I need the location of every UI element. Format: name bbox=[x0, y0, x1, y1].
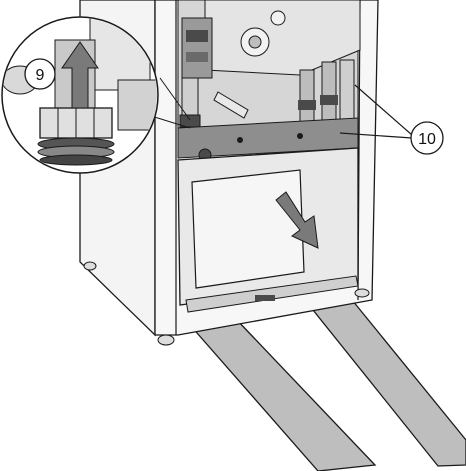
callout-9: 9 bbox=[24, 58, 56, 90]
cabinet-foot bbox=[83, 261, 97, 271]
cabinet-foot bbox=[354, 288, 370, 298]
cabinet-foot bbox=[157, 334, 175, 346]
zoom-detail bbox=[1, 16, 159, 174]
up-arrow-icon bbox=[61, 41, 99, 109]
callout-9-label: 9 bbox=[36, 67, 45, 84]
callout-10: 10 bbox=[410, 121, 444, 155]
drawer-unit bbox=[177, 147, 359, 313]
drawer-panel bbox=[191, 169, 305, 289]
pull-out-arrow-icon bbox=[275, 191, 319, 249]
valve-group bbox=[181, 17, 213, 79]
callout-10-label: 10 bbox=[418, 131, 436, 148]
internal-components bbox=[177, 0, 361, 162]
